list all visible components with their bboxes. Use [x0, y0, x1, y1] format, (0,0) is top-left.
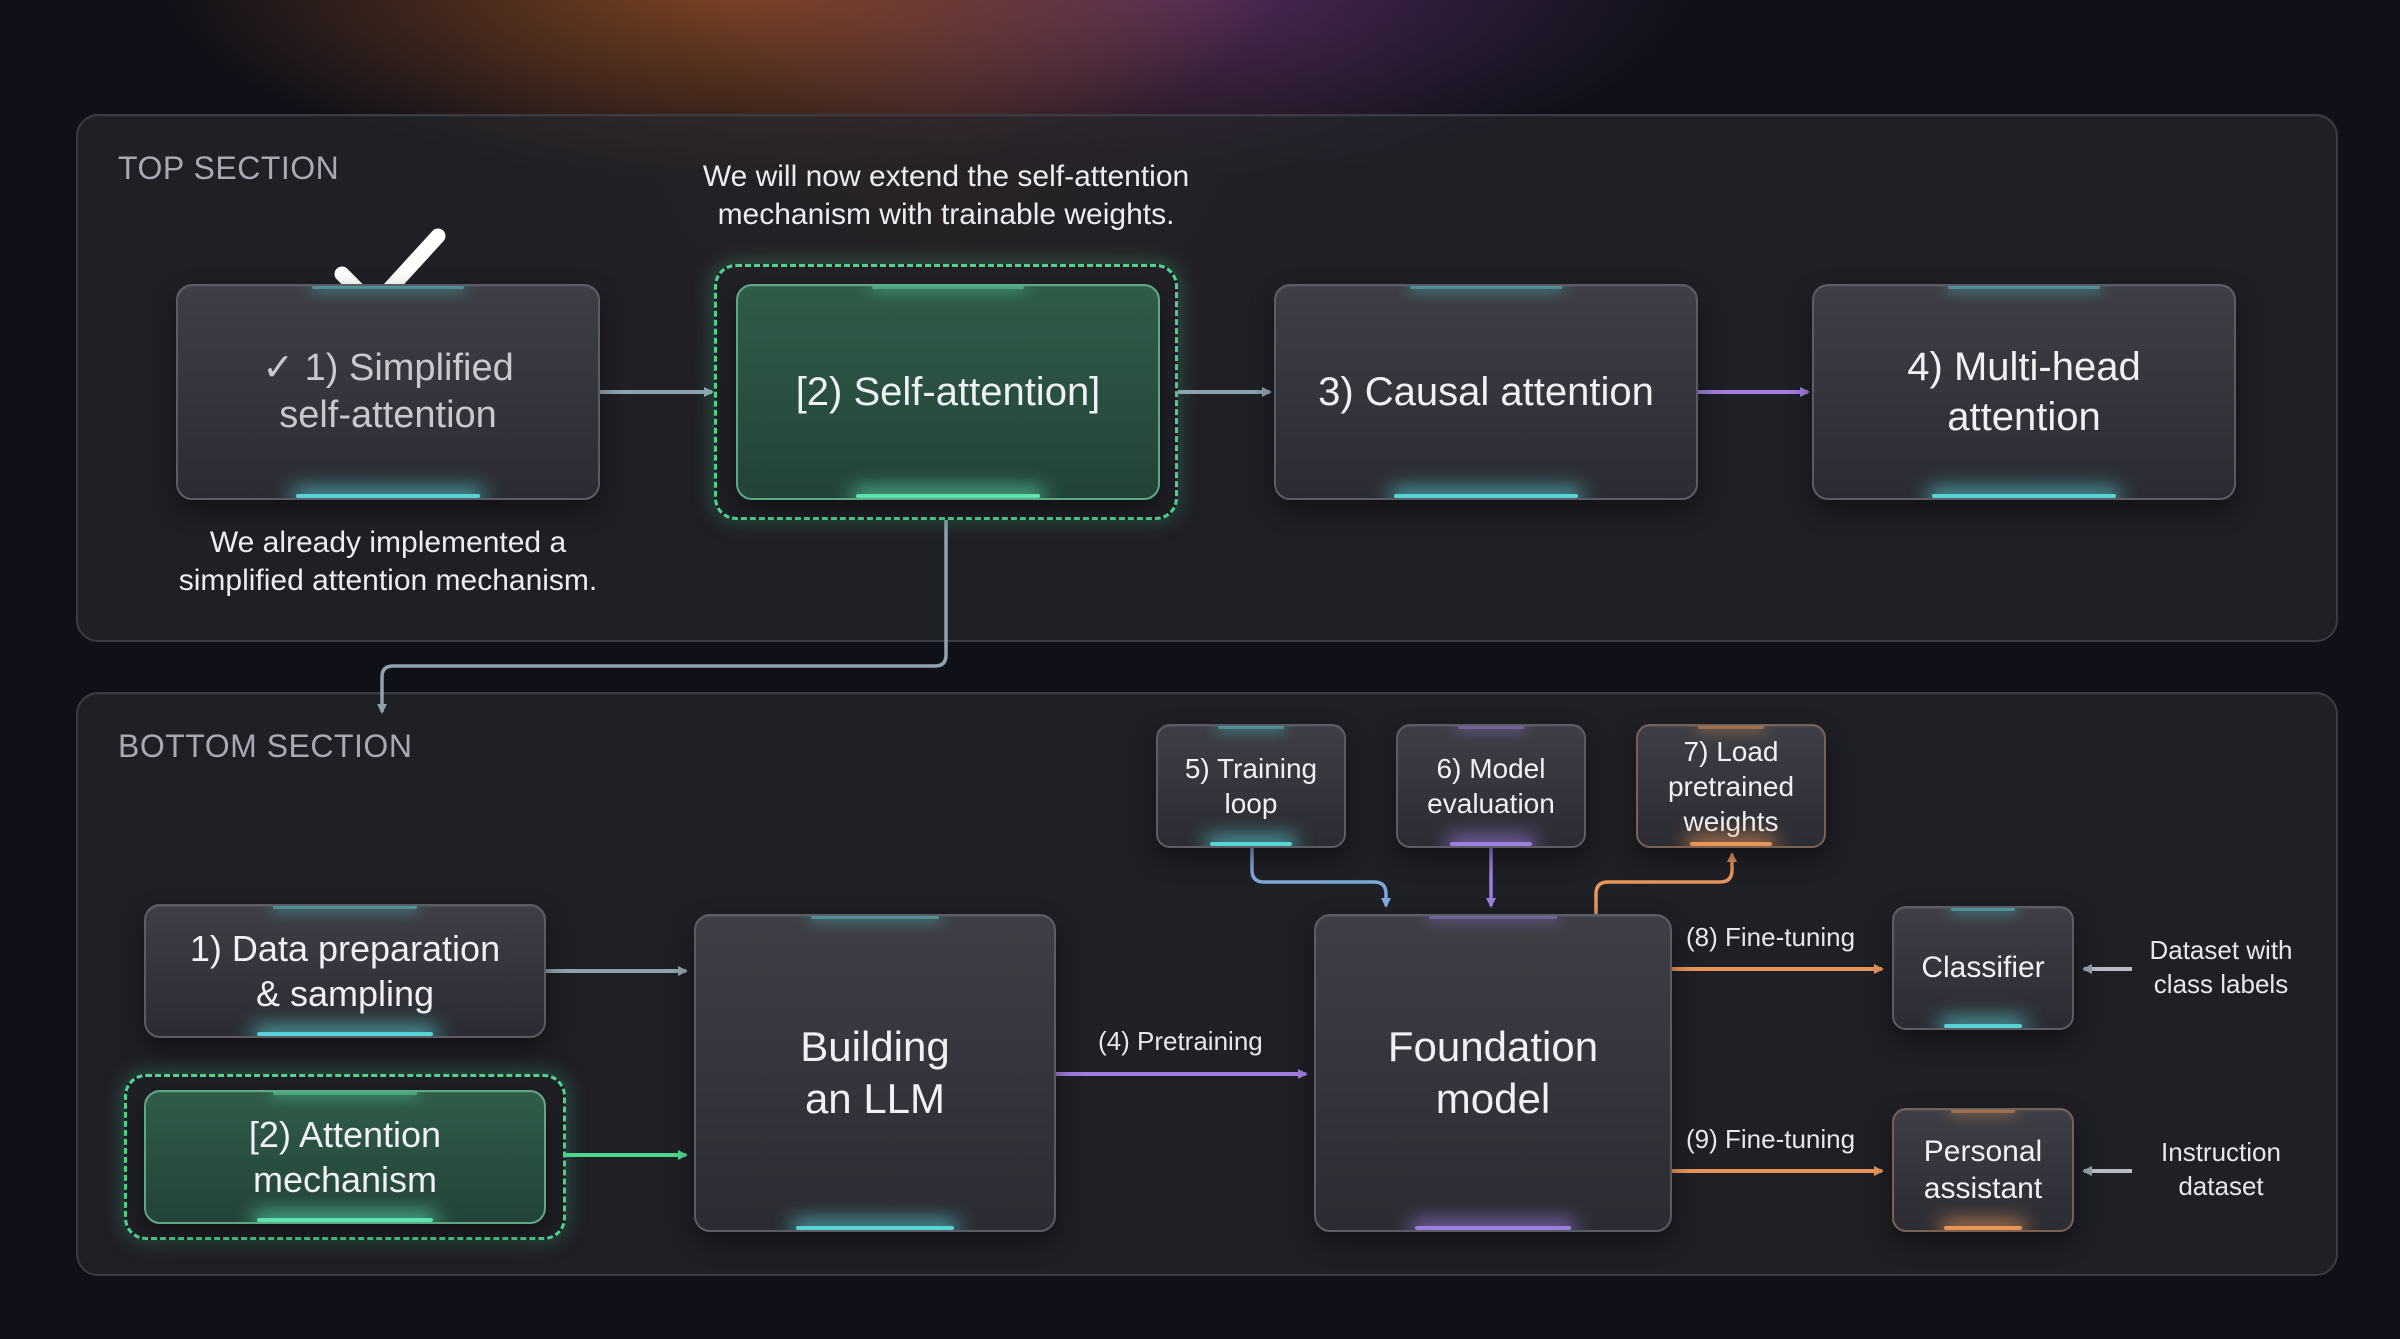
node-causal-attention[interactable]: 3) Causal attention [1274, 284, 1698, 500]
top-caption-lower: We already implemented a simplified atte… [150, 524, 626, 601]
side-label-instruction-line1: Instruction [2161, 1137, 2281, 1167]
current-step-frame [714, 264, 1178, 520]
node-building-line2: an LLM [804, 1075, 946, 1122]
node-building-llm[interactable]: Building an LLM [694, 914, 1056, 1232]
node-self-attention-label: [2) Self-attention] [795, 370, 1101, 414]
node-load-line1: 7) Load [1683, 735, 1779, 767]
node-evaluation-line1: 6) Model [1436, 753, 1546, 784]
node-simplified-line2: self-attention [279, 394, 497, 436]
node-load-line3: weights [1683, 805, 1779, 837]
node-data-preparation[interactable]: 1) Data preparation & sampling [144, 904, 546, 1038]
side-label-dataset-line1: Dataset with [2149, 935, 2293, 965]
link-top-to-bottom [377, 520, 948, 714]
node-training-loop[interactable]: 5) Training loop [1156, 724, 1346, 848]
top-caption-upper: We will now extend the self-attention me… [640, 158, 1252, 235]
node-foundation-line1: Foundation [1387, 1022, 1599, 1070]
node-multi-head-line2: attention [1947, 395, 2101, 439]
node-model-evaluation[interactable]: 6) Model evaluation [1396, 724, 1586, 848]
node-classifier-label: Classifier [1921, 951, 2045, 985]
node-load-pretrained-weights[interactable]: 7) Load pretrained weights [1636, 724, 1826, 848]
node-attention-line1: [2) Attention [248, 1114, 442, 1155]
top-caption-upper-line1: We will now extend the self-attention [702, 160, 1190, 193]
top-caption-lower-line2: simplified attention mechanism. [178, 564, 598, 598]
node-foundation-model[interactable]: Foundation model [1314, 914, 1672, 1232]
node-assistant-line2: assistant [1923, 1172, 2043, 1205]
node-assistant-line1: Personal [1923, 1134, 2043, 1168]
top-section-label: TOP SECTION [118, 150, 340, 186]
node-causal-attention-label: 3) Causal attention [1318, 370, 1654, 414]
node-training-line1: 5) Training [1184, 753, 1318, 784]
node-load-line2: pretrained [1667, 770, 1795, 802]
node-data-prep-line1: 1) Data preparation [189, 928, 501, 969]
arrow-foundation-to-load-weights [1594, 852, 1737, 914]
node-building-line1: Building [800, 1022, 950, 1070]
top-caption-lower-line1: We already implemented a [209, 526, 567, 559]
side-label-instruction-line2: dataset [2178, 1170, 2264, 1201]
edge-label-finetuning-8: (8) Fine-tuning [1686, 922, 1856, 952]
bottom-section-label: BOTTOM SECTION [118, 728, 413, 764]
node-foundation-line2: model [1435, 1075, 1551, 1122]
node-data-prep-line2: & sampling [255, 973, 435, 1014]
node-self-attention[interactable]: [2) Self-attention] [736, 284, 1160, 500]
node-evaluation-line2: evaluation [1427, 788, 1555, 819]
attention-mechanism-frame [124, 1074, 566, 1240]
node-simplified-line1: ✓ 1) Simplified [262, 346, 514, 389]
node-attention-line2: mechanism [252, 1159, 438, 1200]
node-multi-head-line1: 4) Multi-head [1907, 345, 2141, 389]
side-label-dataset-class-labels: Dataset with class labels [2136, 934, 2306, 1002]
edge-label-pretraining: (4) Pretraining [1098, 1026, 1263, 1056]
node-simplified-self-attention[interactable]: ✓ 1) Simplified self-attention [176, 284, 600, 500]
node-classifier[interactable]: Classifier [1892, 906, 2074, 1030]
top-caption-upper-line2: mechanism with trainable weights. [717, 198, 1175, 232]
side-label-dataset-line2: class labels [2153, 968, 2289, 999]
edge-label-finetuning-9: (9) Fine-tuning [1686, 1124, 1856, 1154]
arrow-training-to-foundation [1250, 848, 1391, 908]
node-training-line2: loop [1224, 788, 1278, 819]
side-label-instruction-dataset: Instruction dataset [2136, 1136, 2306, 1204]
node-multi-head-attention[interactable]: 4) Multi-head attention [1812, 284, 2236, 500]
node-personal-assistant[interactable]: Personal assistant [1892, 1108, 2074, 1232]
node-attention-mechanism[interactable]: [2) Attention mechanism [144, 1090, 546, 1224]
